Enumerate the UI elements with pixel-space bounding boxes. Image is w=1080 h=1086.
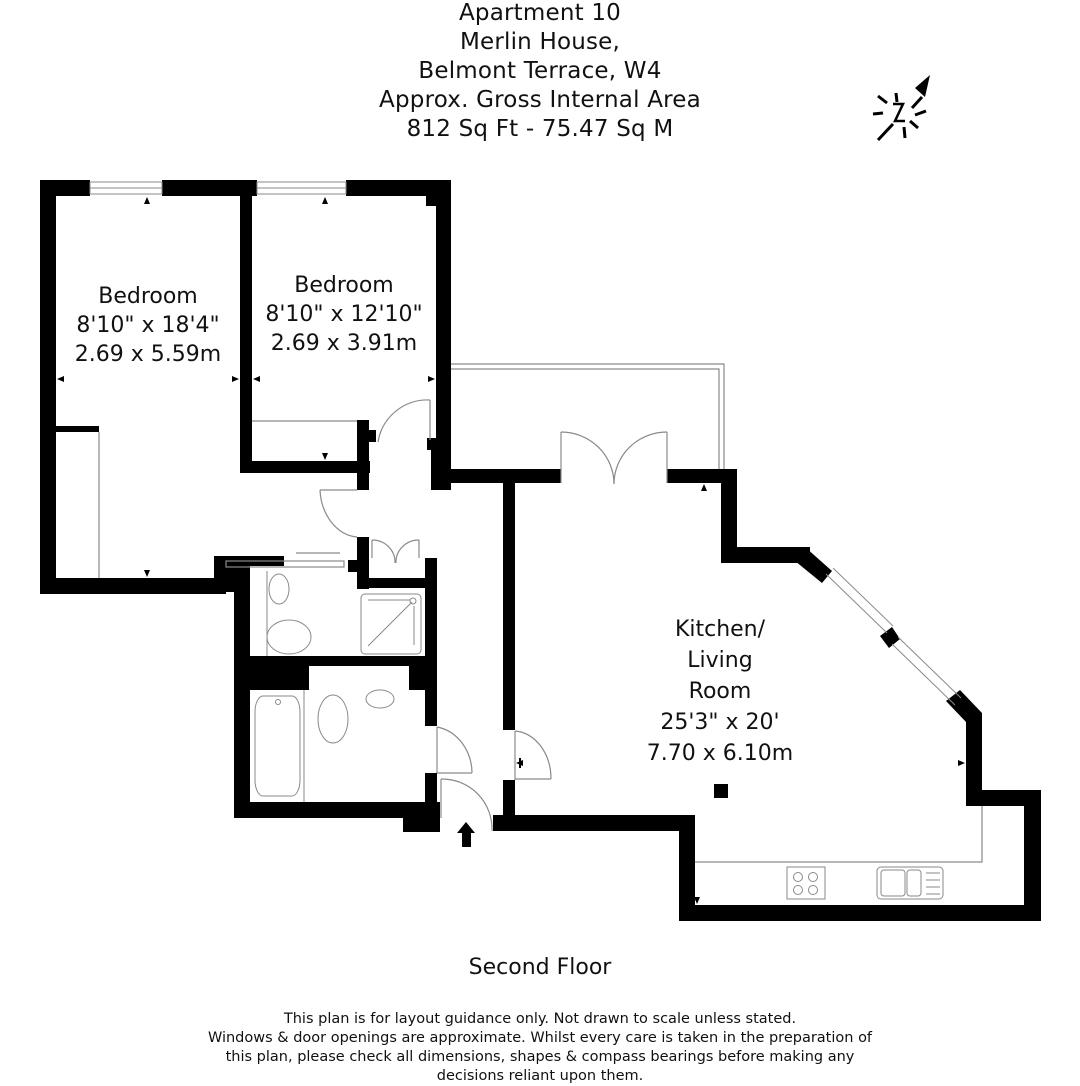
balcony-outline <box>451 363 725 469</box>
windows <box>89 181 962 706</box>
disclaimer-line-2: Windows & door openings are approximate.… <box>207 1030 873 1046</box>
walls <box>40 180 1041 921</box>
room-name: Bedroom <box>98 284 198 309</box>
room-name: Bedroom <box>294 273 394 298</box>
property-header: Apartment 10 Merlin House, Belmont Terra… <box>0 0 1080 144</box>
room-size-imperial: 8'10" x 12'10" <box>265 302 423 327</box>
disclaimer-line-1: This plan is for layout guidance only. N… <box>283 1011 797 1027</box>
room-name-line-1: Kitchen/ <box>674 617 766 642</box>
column <box>714 784 728 798</box>
north-arrow-icon <box>872 75 930 142</box>
street-address: Belmont Terrace, W4 <box>418 58 662 84</box>
area-caption: Approx. Gross Internal Area <box>379 87 701 113</box>
room-label-kitchen-living: Kitchen/ Living Room 25'3" x 20' 7.70 x … <box>610 614 830 769</box>
apartment-number: Apartment 10 <box>458 0 622 26</box>
room-size-metric: 2.69 x 3.91m <box>270 331 418 356</box>
building-name: Merlin House, <box>459 29 621 55</box>
dimension-arrows <box>57 197 965 904</box>
room-size-imperial: 25'3" x 20' <box>660 710 780 735</box>
room-size-imperial: 8'10" x 18'4" <box>76 313 220 338</box>
area-value: 812 Sq Ft - 75.47 Sq M <box>406 116 674 142</box>
disclaimer: This plan is for layout guidance only. N… <box>0 1010 1080 1086</box>
entrance-arrow-icon <box>457 822 475 847</box>
floor-label: Second Floor <box>468 955 612 980</box>
room-label-bedroom-2: Bedroom 8'10" x 12'10" 2.69 x 3.91m <box>252 271 436 358</box>
room-size-metric: 7.70 x 6.10m <box>646 741 794 766</box>
room-size-metric: 2.69 x 5.59m <box>74 342 222 367</box>
disclaimer-line-4: decisions reliant upon them. <box>436 1068 644 1084</box>
room-name-line-2: Living <box>687 648 753 673</box>
doors <box>98 399 983 863</box>
fixtures <box>254 571 944 900</box>
disclaimer-line-3: this plan, please check all dimensions, … <box>225 1049 855 1065</box>
room-label-bedroom-1: Bedroom 8'10" x 18'4" 2.69 x 5.59m <box>56 282 240 369</box>
room-name-line-3: Room <box>688 679 752 704</box>
